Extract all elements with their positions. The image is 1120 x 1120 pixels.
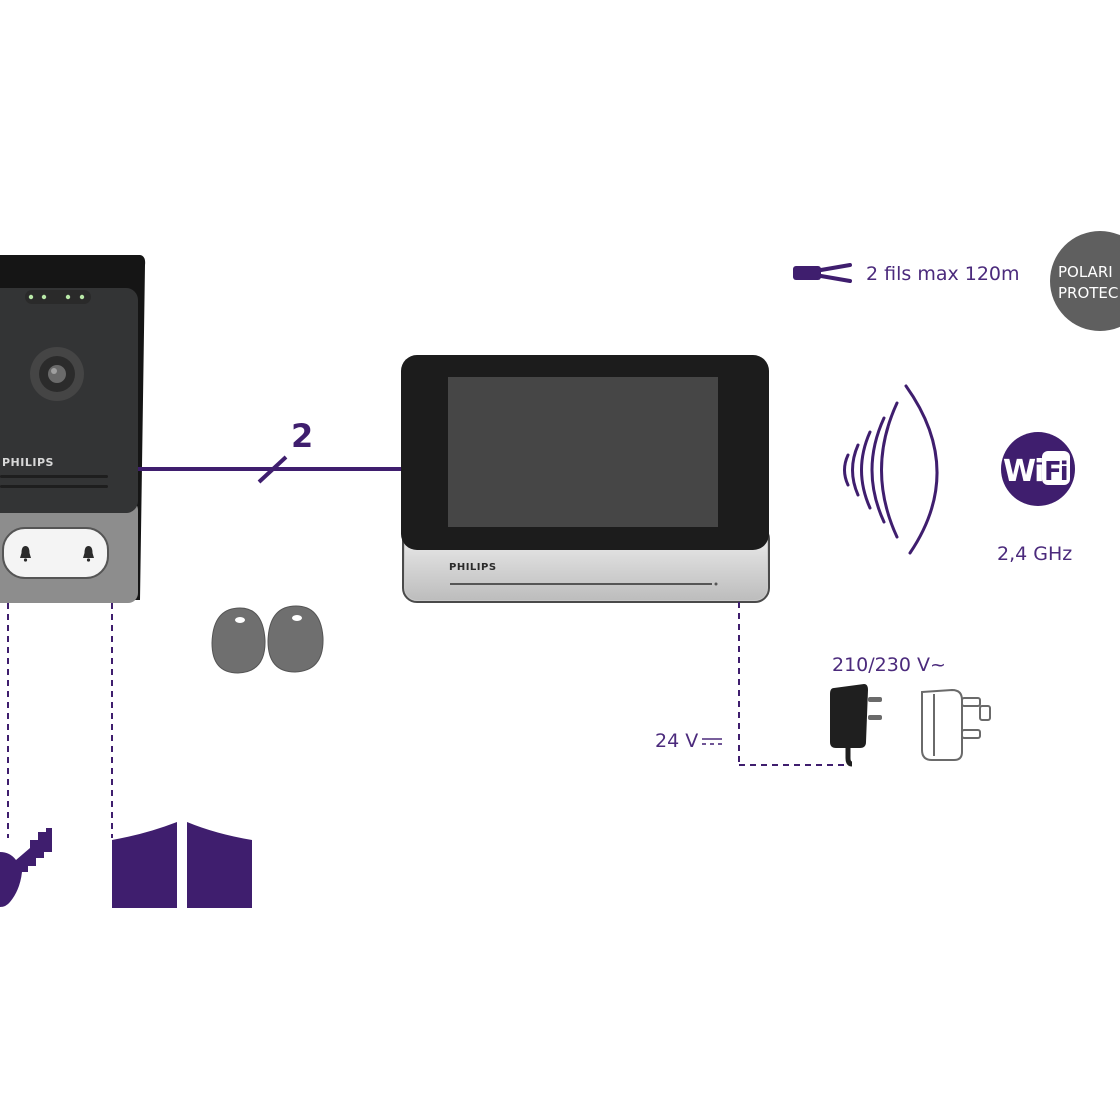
door-panel: PHILIPS (0, 255, 146, 603)
badge-line-1: POLARI (1058, 263, 1113, 281)
gate-icon (112, 822, 252, 908)
bell-icon (83, 546, 94, 562)
badge-line-2: PROTEC (1058, 284, 1118, 302)
mains-voltage-label: 210/230 V~ (832, 654, 946, 676)
bus-wire: 2 (138, 417, 405, 484)
camera-icon (30, 347, 84, 401)
wire-count-label: 2 (291, 417, 313, 455)
power-wire (738, 602, 848, 766)
dc-symbol-icon (702, 738, 722, 745)
bell-icon (20, 546, 31, 562)
lock-wire (7, 603, 113, 838)
rfid-tag-icon (211, 607, 266, 674)
power-adapter-uk-icon (921, 688, 991, 761)
rfid-tag-icon (267, 605, 324, 673)
cable-icon (793, 263, 852, 283)
cable-legend: 2 fils max 120m (793, 263, 1020, 285)
wifi-frequency-label: 2,4 GHz (997, 543, 1072, 565)
wifi-logo-left: Wi (1003, 454, 1042, 489)
cable-legend-text: 2 fils max 120m (866, 263, 1020, 285)
wifi-logo-right: Fi (1044, 457, 1067, 487)
wireless-signal-icon (843, 384, 939, 555)
led-indicators (25, 290, 91, 304)
monitor-brand: PHILIPS (449, 562, 497, 573)
call-button-plate (2, 527, 109, 579)
dc-voltage-label: 24 V (655, 730, 698, 752)
wifi-logo-icon: Wi Fi (1001, 432, 1075, 506)
monitor-screen (448, 377, 718, 527)
feature-badge: POLARI PROTEC (1050, 231, 1120, 331)
door-panel-brand: PHILIPS (2, 456, 54, 469)
power-adapter-eu-icon (830, 684, 882, 767)
door-lock-icon (0, 828, 52, 907)
indoor-monitor: PHILIPS (401, 355, 770, 603)
